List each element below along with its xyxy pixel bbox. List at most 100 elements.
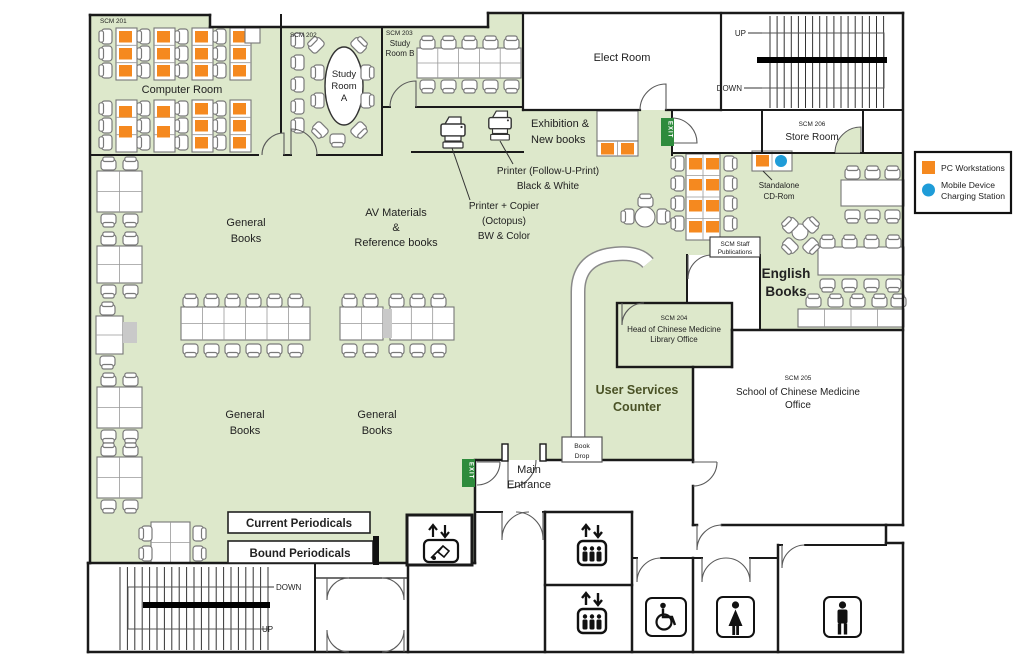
chair: [620, 208, 635, 225]
chair: [203, 293, 220, 308]
chair: [781, 216, 799, 234]
label-english-books: Books: [765, 284, 806, 299]
legend-pc-label: PC Workstations: [941, 163, 1005, 173]
door-arc: [507, 459, 537, 489]
table: [339, 306, 384, 341]
chair: [819, 278, 836, 293]
door-arc: [671, 117, 698, 144]
table: [389, 306, 455, 341]
chair: [637, 193, 654, 208]
furniture: [95, 27, 907, 564]
pc-workstation: [119, 48, 132, 60]
chair: [122, 213, 139, 228]
legend-mobile-label-1: Mobile Device: [941, 180, 995, 190]
chair: [174, 134, 189, 151]
study-room-a-table: [324, 46, 364, 126]
pc-workstation: [706, 221, 719, 233]
chair: [388, 293, 405, 308]
chair: [182, 293, 199, 308]
scm204-room: [615, 301, 734, 369]
label-printer-copier: (Octopus): [482, 216, 526, 227]
door-arc: [290, 128, 318, 156]
chair: [100, 499, 117, 514]
chair: [884, 209, 901, 224]
label-stairs-down: DOWN: [717, 84, 743, 93]
chair: [266, 343, 283, 358]
pc-workstation: [689, 179, 702, 191]
door-arc: [389, 80, 417, 108]
chair: [122, 372, 139, 387]
table: [150, 521, 191, 564]
chair: [287, 343, 304, 358]
door-post: [539, 443, 547, 462]
store-room-door-swing: [834, 126, 862, 154]
label-bound-periodicals: Bound Periodicals: [250, 548, 351, 560]
chair: [884, 165, 901, 180]
chair: [174, 117, 189, 134]
chair: [290, 98, 305, 115]
door-arc: [381, 577, 405, 601]
label-scm205: Office: [785, 400, 811, 411]
chair: [100, 213, 117, 228]
exit-sign-text: EXIT: [667, 121, 673, 138]
label-general-books-2: General: [225, 409, 264, 421]
chair: [819, 234, 836, 249]
pc-workstation: [689, 158, 702, 170]
chair: [136, 100, 151, 117]
pc-workstation: [157, 126, 170, 138]
exit-sign-text: EXIT: [468, 462, 474, 479]
chair: [290, 76, 305, 93]
chair: [203, 343, 220, 358]
current-periodicals-shelf: [227, 511, 371, 534]
pc-workstation: [689, 221, 702, 233]
chair: [192, 545, 207, 562]
chair: [360, 64, 375, 81]
pc-workstation: [157, 31, 170, 43]
door-arc: [781, 544, 806, 569]
label-stairs-down: DOWN: [276, 583, 302, 592]
chair: [871, 293, 888, 308]
chair: [99, 301, 116, 316]
chair: [100, 156, 117, 171]
chair: [182, 343, 199, 358]
pillar: [123, 322, 137, 343]
pc-workstation: [119, 31, 132, 43]
label-english-books: English: [762, 266, 811, 281]
label-printer-copier: Printer + Copier: [469, 201, 540, 212]
chair: [174, 28, 189, 45]
chair: [290, 54, 305, 71]
table: [96, 456, 143, 499]
label-av-materials: &: [392, 222, 400, 234]
elect-room: [523, 13, 721, 110]
chair: [419, 79, 436, 94]
chair: [100, 442, 117, 457]
door-arc: [687, 254, 713, 280]
stairs-top-right: [744, 16, 887, 108]
chair: [482, 35, 499, 50]
pc-workstation: [157, 106, 170, 118]
chair: [310, 92, 325, 109]
exit-sign: EXIT: [462, 459, 475, 487]
chair: [290, 117, 305, 134]
chair: [245, 343, 262, 358]
white-rooms: [523, 13, 903, 525]
room-code-scm201: SCM 201: [100, 18, 127, 25]
label-store-room: Store Room: [785, 132, 838, 143]
scm205-room: [693, 330, 903, 525]
pc-workstation: [706, 158, 719, 170]
pc-workstation: [621, 143, 634, 155]
chair: [430, 343, 447, 358]
book-lift-icon: [405, 513, 474, 567]
table: [96, 386, 143, 429]
room-code-scm202: SCM 202: [290, 32, 317, 39]
chair: [122, 442, 139, 457]
chair: [863, 278, 880, 293]
label-scm204: Library Office: [650, 335, 698, 344]
pc-workstation: [195, 120, 208, 132]
chair: [98, 100, 113, 117]
door-arc: [621, 302, 645, 326]
chair: [805, 293, 822, 308]
pc-workstation: [119, 65, 132, 77]
